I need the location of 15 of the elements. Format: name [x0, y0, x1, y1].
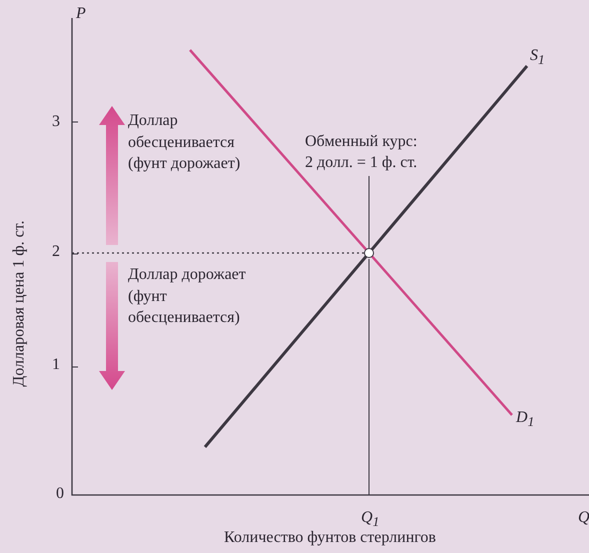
- axis-label: P: [76, 4, 86, 24]
- tick-label: 3: [52, 112, 60, 132]
- axis-tick-label: Q$_{1}$: [361, 508, 380, 530]
- tick-label: 1: [52, 355, 60, 374]
- curve-label: S$_{1}$: [530, 46, 545, 68]
- annotation-text: Доллар дорожает (фунт обесценивается): [128, 265, 246, 328]
- axis-label: Q: [578, 508, 589, 528]
- axis-title: Количество фунтов стерлингов: [223, 528, 437, 548]
- leader-line: [368, 176, 370, 248]
- axis-title: Долларовая цена 1 ф. ст.: [9, 220, 28, 389]
- curve-label: D$_{1}$: [516, 408, 534, 430]
- annotation-text: Доллар обесценивается (фунт дорожает): [128, 111, 242, 174]
- tick-label: 0: [56, 484, 64, 504]
- tick-label: 2: [52, 242, 60, 262]
- callout-text: Обменный курс: 2 долл. = 1 ф. ст.: [305, 132, 418, 173]
